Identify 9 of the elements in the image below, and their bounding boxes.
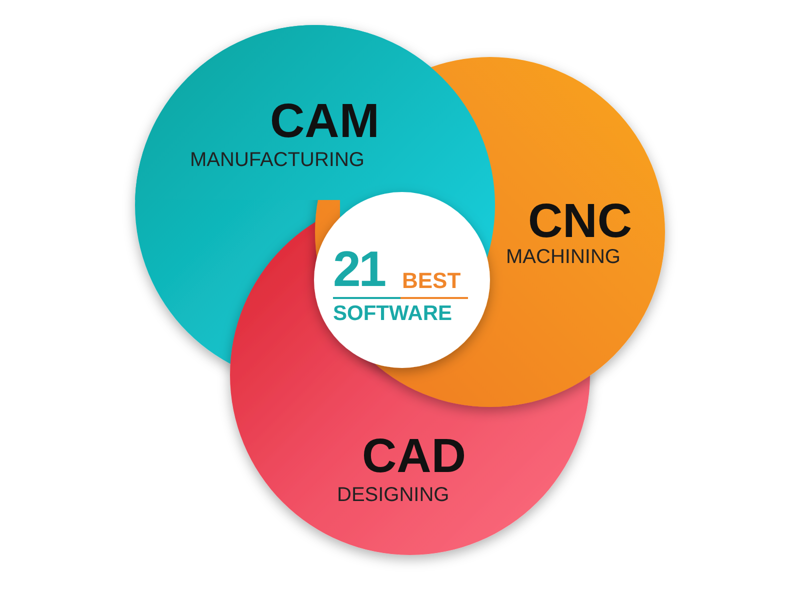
subheading-text: MANUFACTURING [190,150,364,170]
heading-text: CNC [528,198,632,246]
heading-text: BEST [402,270,461,292]
subheading-text: MACHINING [506,247,620,267]
heading-text: CAM [270,98,380,146]
heading-text: CAD [362,433,466,481]
subheading-text: SOFTWARE [333,303,452,324]
number-text: 21 [333,244,385,294]
subheading-text: DESIGNING [337,485,450,505]
